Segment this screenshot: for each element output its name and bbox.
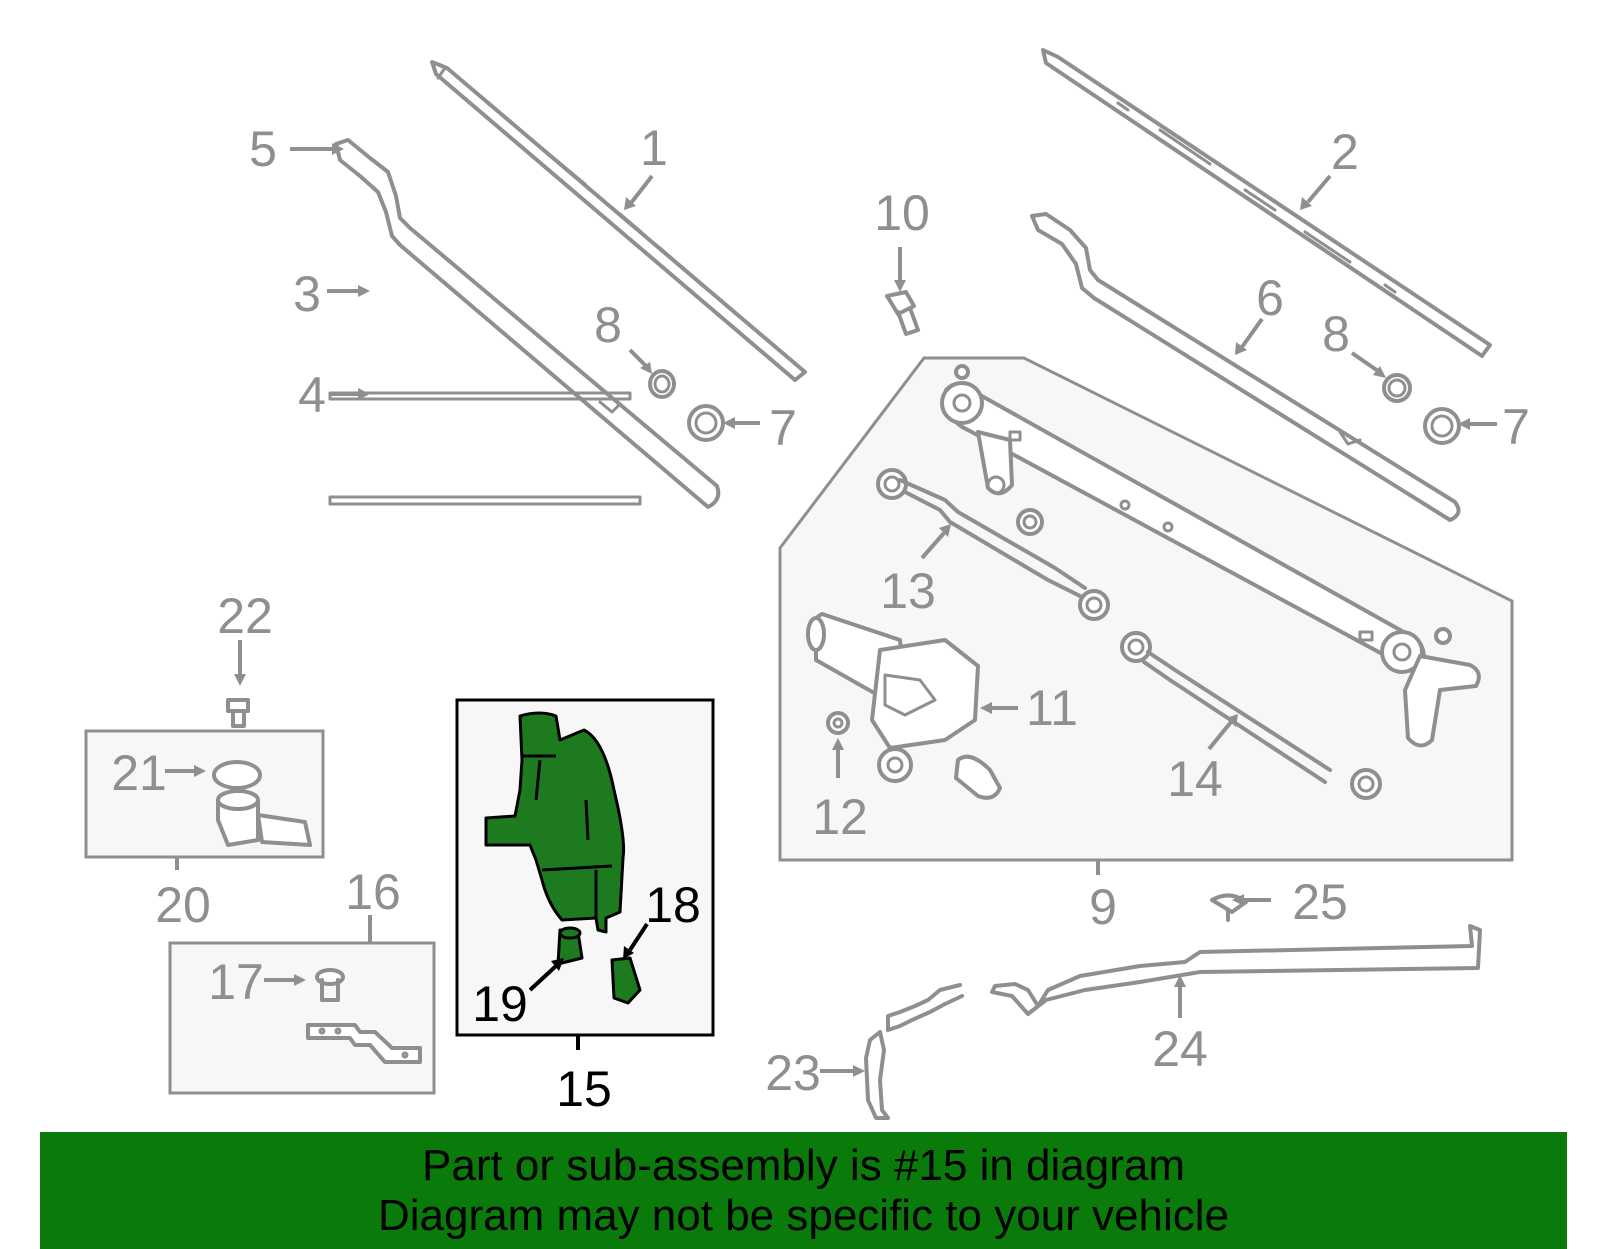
callout-20: 20 (155, 877, 211, 933)
banner-line-1: Part or sub-assembly is #15 in diagram (422, 1141, 1185, 1190)
callout-21: 21 (111, 745, 167, 801)
callout-8-right: 8 (1322, 306, 1350, 362)
callout-18: 18 (645, 877, 701, 933)
wiper-arm-left (334, 138, 721, 509)
callout-6: 6 (1256, 270, 1284, 326)
callout-11: 11 (1026, 680, 1078, 736)
callout-1: 1 (640, 120, 668, 176)
callout-25: 25 (1292, 874, 1348, 930)
link-rod-13 (876, 468, 1110, 621)
callout-9: 9 (1089, 879, 1117, 935)
cap-7-left (687, 404, 725, 442)
wiper-arm-right (1030, 212, 1461, 522)
banner-line-2: Diagram may not be specific to your vehi… (377, 1191, 1230, 1240)
cap-21 (212, 760, 262, 790)
callout-19: 19 (472, 976, 528, 1032)
callout-5: 5 (249, 121, 277, 177)
bolt-10 (885, 290, 920, 336)
callout-14: 14 (1167, 751, 1223, 807)
callout-22: 22 (217, 588, 273, 644)
callout-4: 4 (298, 367, 326, 423)
callout-24: 24 (1152, 1021, 1208, 1077)
callout-3: 3 (293, 266, 321, 322)
leader-lines (165, 143, 1497, 1077)
link-rod-14 (1120, 631, 1382, 800)
nut-8-right (1382, 373, 1412, 403)
wiper-blade-right (1041, 48, 1492, 358)
callout-7-right: 7 (1502, 399, 1530, 455)
callout-15: 15 (556, 1061, 612, 1117)
callout-8-left: 8 (594, 297, 622, 353)
callout-17: 17 (208, 954, 264, 1010)
group-box-16 (168, 941, 436, 1095)
cap-7-right (1423, 407, 1461, 445)
wiper-motor-11 (806, 612, 1002, 800)
callout-7-left: 7 (769, 400, 797, 456)
group-box-9 (778, 356, 1514, 862)
bolt-17 (315, 968, 345, 1002)
wiper-blade-left (430, 60, 807, 382)
bolt-12 (826, 711, 850, 735)
callout-13: 13 (880, 563, 936, 619)
callout-23: 23 (765, 1045, 821, 1101)
nozzle-23 (864, 1030, 890, 1120)
callout-10: 10 (874, 185, 930, 241)
bracket-16 (306, 1023, 422, 1064)
washer-reservoir-15 (484, 711, 642, 1005)
callout-16: 16 (345, 864, 401, 920)
nut-8-left (648, 369, 676, 399)
hose-24 (886, 924, 1482, 1032)
linkage-assembly (940, 364, 1481, 748)
info-banner: Part or sub-assembly is #15 in diagram D… (40, 1132, 1567, 1249)
filler-neck (216, 789, 312, 847)
callout-12: 12 (812, 789, 868, 845)
callout-2: 2 (1331, 124, 1359, 180)
bolt-22 (226, 698, 250, 728)
